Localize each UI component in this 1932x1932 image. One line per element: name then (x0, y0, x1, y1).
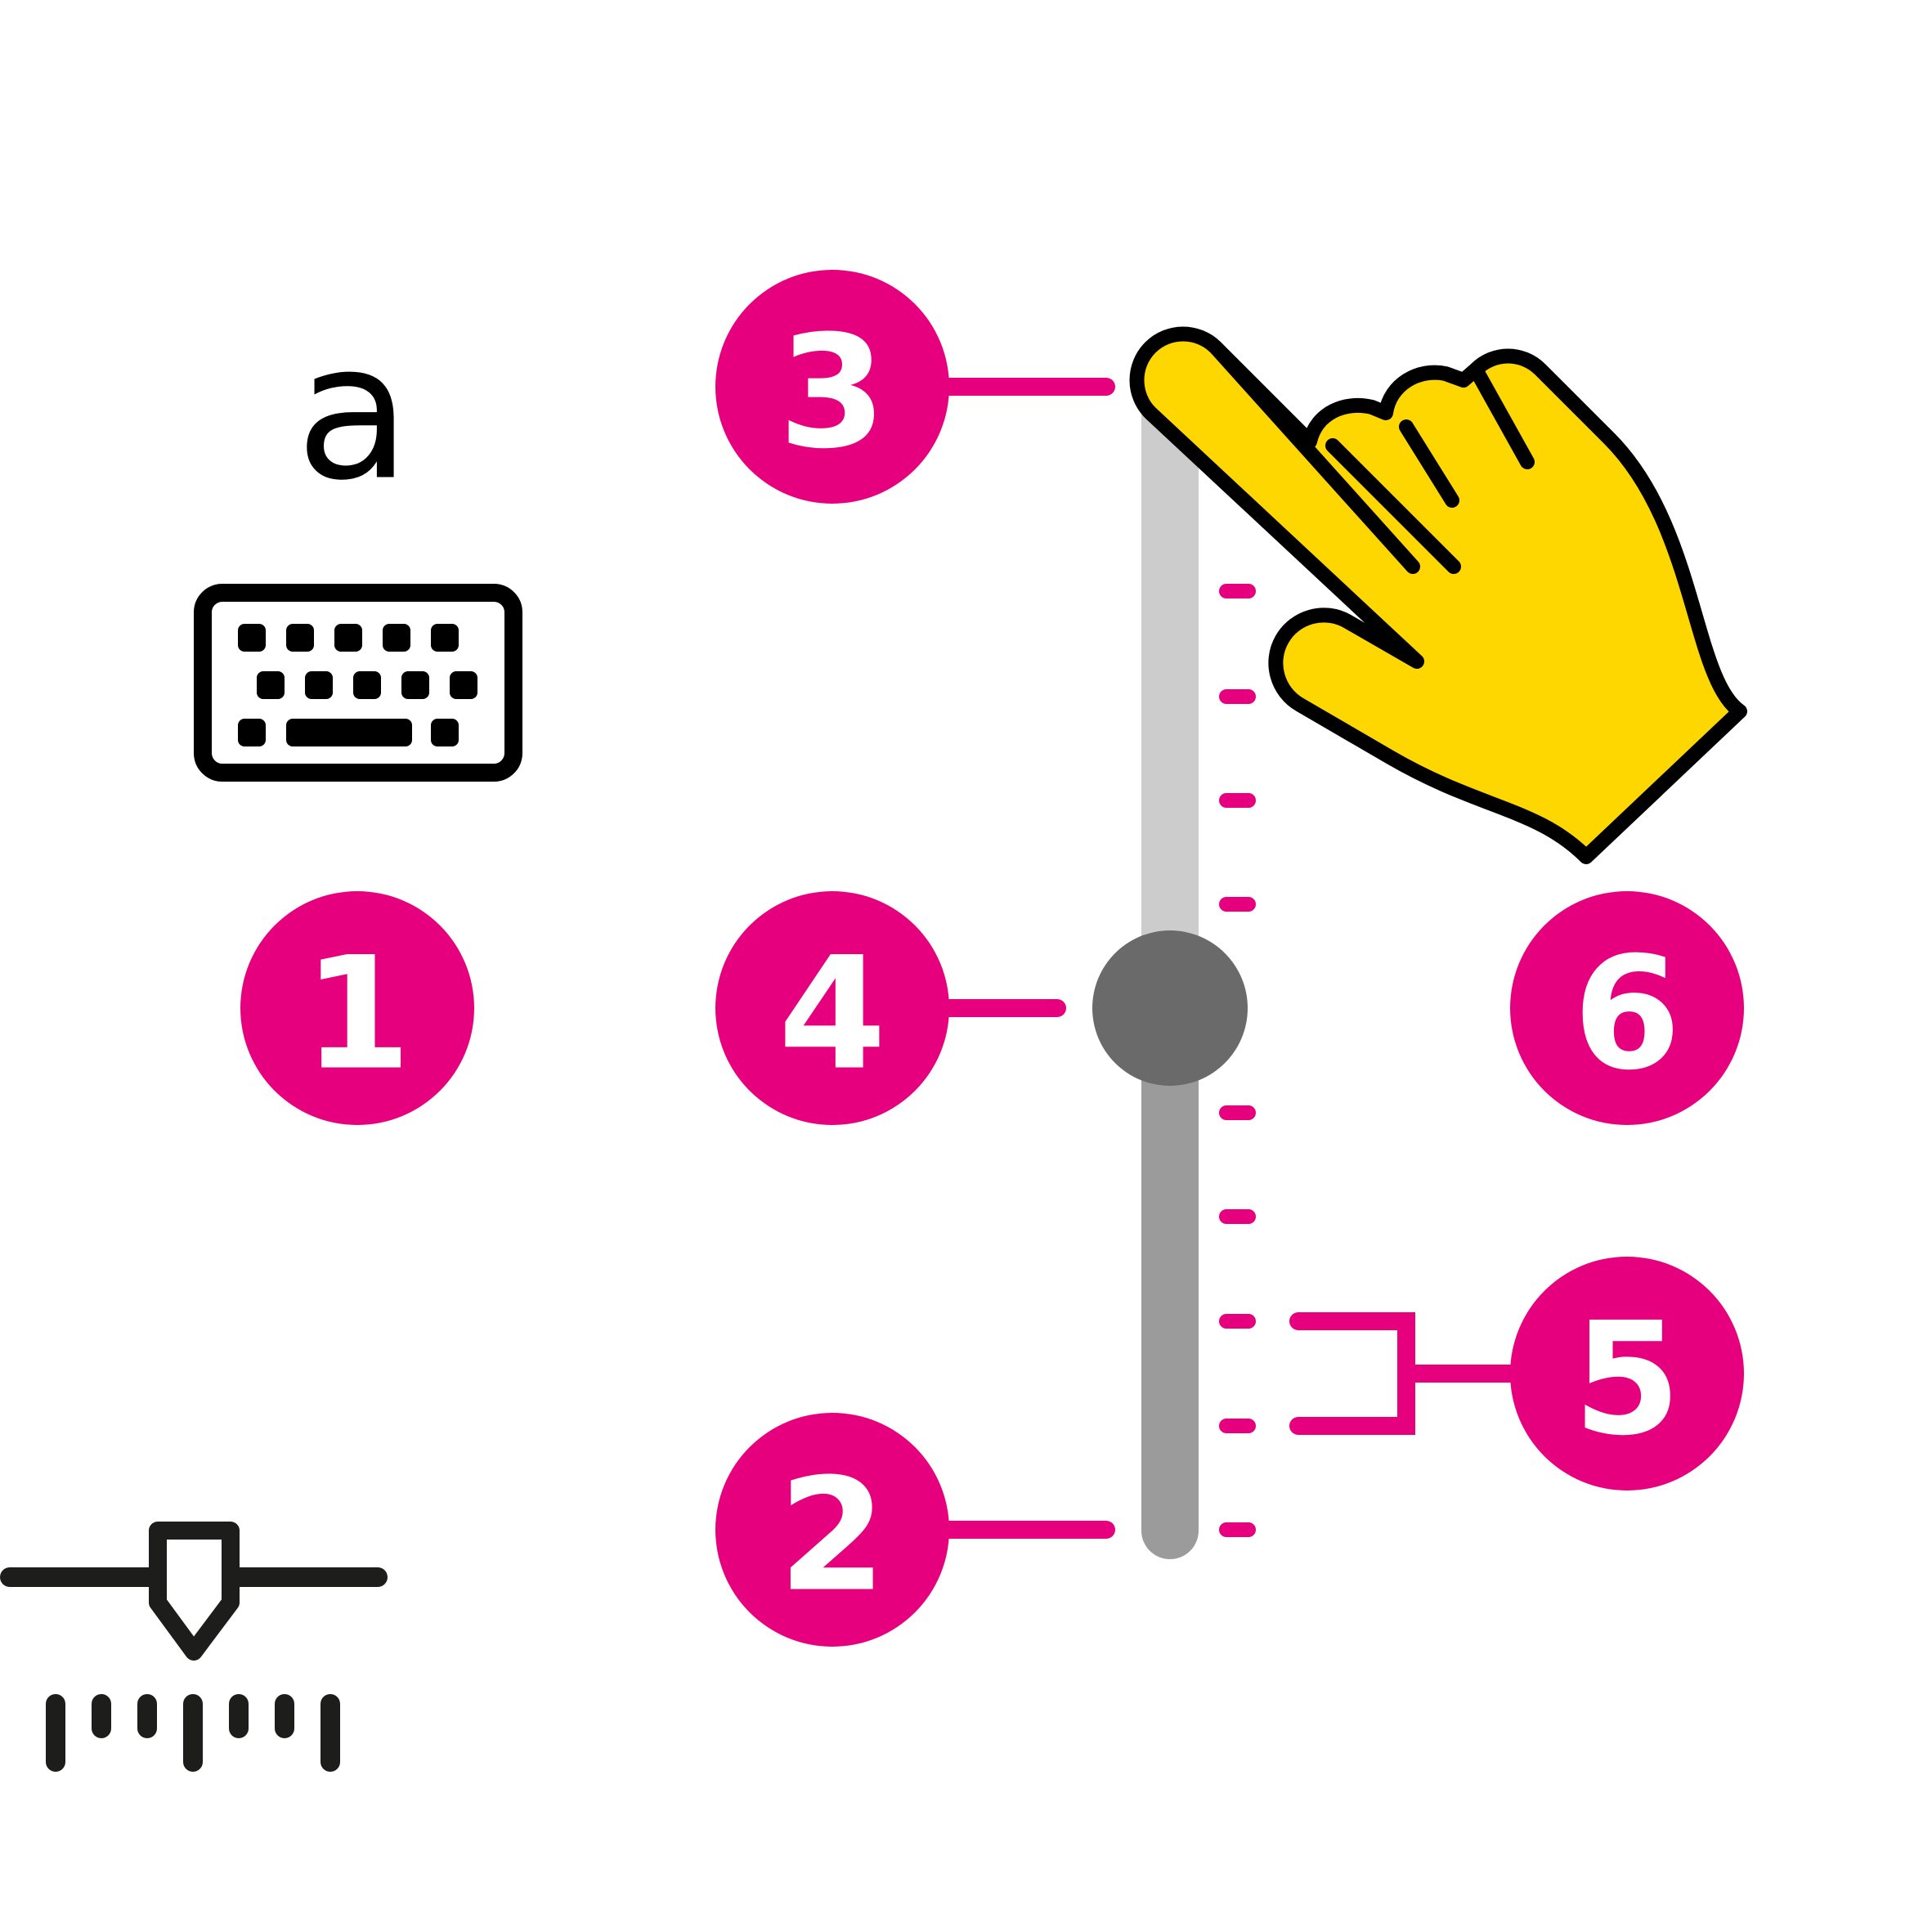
callout-1: 1 (240, 891, 474, 1125)
callout-4: 4 (715, 891, 949, 1125)
callout-2: 2 (715, 1413, 949, 1647)
hand-pointer-icon (1129, 326, 1747, 864)
callout-4-label: 4 (778, 924, 886, 1105)
tick-marks (1219, 379, 1256, 1537)
callout-5-label: 5 (1573, 1289, 1681, 1470)
callout-6-label: 6 (1573, 924, 1681, 1105)
bracket-5 (1289, 1312, 1415, 1435)
callout-2-label: 2 (778, 1446, 886, 1626)
callout-3-label: 3 (778, 303, 886, 483)
callout-1-label: 1 (303, 924, 411, 1105)
slider-thumb[interactable] (1092, 930, 1248, 1086)
horizontal-slider-icon (0, 1522, 388, 1772)
callout-3: 3 (715, 270, 949, 504)
keyboard-icon (194, 584, 522, 782)
keyboard-letter: a (296, 304, 411, 522)
slider-handle-icon (149, 1522, 240, 1661)
callout-5: 5 (1510, 1257, 1744, 1490)
vertical-slider[interactable] (1092, 356, 1248, 1559)
callout-6: 6 (1510, 891, 1744, 1125)
